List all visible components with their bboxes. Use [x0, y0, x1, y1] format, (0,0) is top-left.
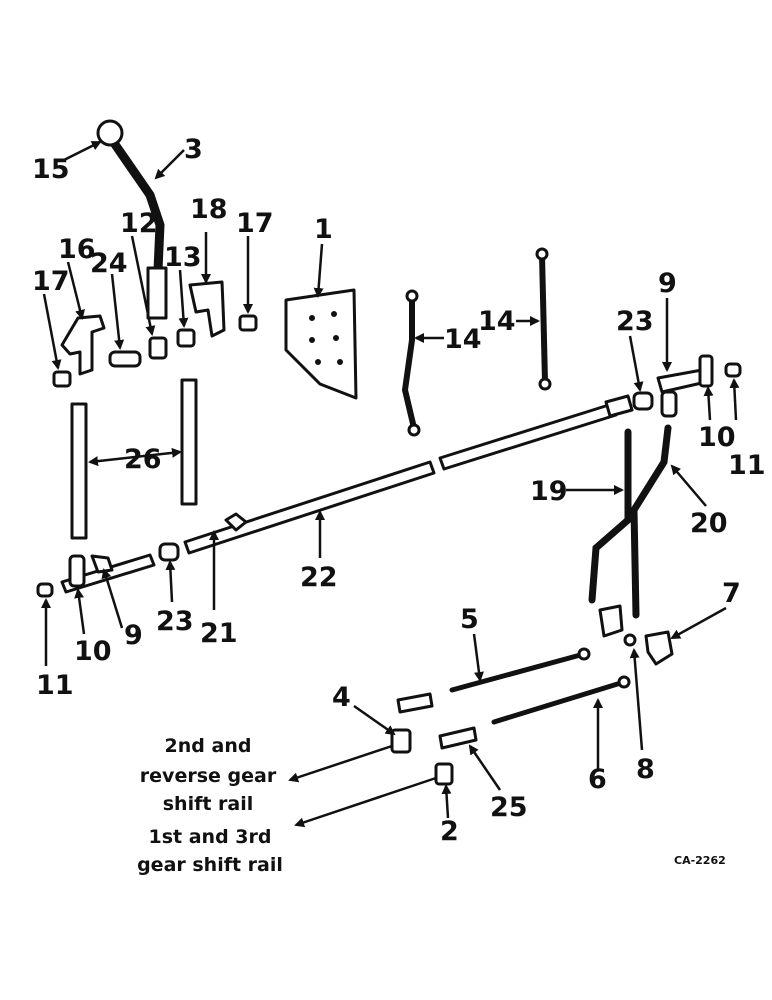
rod-14-right-part — [535, 247, 552, 391]
shift-lever-part — [107, 135, 168, 320]
shift-rail-captions: 2nd and reverse gear shift rail 1st and … — [137, 735, 283, 876]
caption-2nd-rail-line2: reverse gear — [140, 765, 277, 787]
label-16: 16 — [58, 234, 96, 265]
label-12: 12 — [120, 208, 158, 239]
label-14-right: 14 — [478, 306, 516, 337]
lever-bracket-part — [60, 314, 106, 376]
bushing-23-right-part — [632, 391, 654, 411]
rod-14-left-part — [401, 289, 421, 437]
block-4-part — [390, 728, 412, 754]
label-5: 5 — [460, 604, 479, 635]
cap-11-right-part — [724, 362, 742, 378]
label-26: 26 — [124, 444, 162, 475]
label-11-left: 11 — [36, 670, 74, 701]
label-8: 8 — [636, 754, 655, 785]
label-25: 25 — [490, 792, 528, 823]
drawing-code: CA-2262 — [674, 854, 726, 867]
fitting-10-9-left-part — [68, 554, 114, 588]
rod-5-part — [449, 647, 591, 693]
caption-1st-rail-line1: 1st and 3rd — [149, 826, 272, 848]
rods-19-20-part — [588, 424, 672, 638]
small-pin-left-part — [52, 370, 72, 388]
label-20: 20 — [690, 508, 728, 539]
shaft-22-part — [183, 394, 634, 555]
label-10-right: 10 — [698, 422, 736, 453]
label-13: 13 — [164, 242, 202, 273]
cap-11-left-part — [36, 582, 54, 598]
pin-8-part — [623, 633, 637, 647]
block-2-part — [434, 762, 454, 786]
caption-2nd-rail-line1: 2nd and — [165, 735, 252, 757]
bracket-18-part — [188, 280, 226, 338]
caption-1st-rail-line2: gear shift rail — [137, 854, 283, 876]
link-26-left-part — [70, 402, 88, 540]
label-3: 3 — [184, 134, 203, 165]
label-17-left: 17 — [32, 266, 70, 297]
rod-6-part — [491, 675, 631, 725]
label-17-right: 17 — [236, 208, 274, 239]
leader-lines — [41, 140, 740, 828]
pin-24-part — [108, 350, 142, 368]
label-19: 19 — [530, 476, 568, 507]
clip-13-part — [176, 328, 196, 348]
label-9-left: 9 — [124, 620, 143, 651]
label-9-right: 9 — [658, 268, 677, 299]
fitting-9-10-right-part — [656, 354, 714, 418]
part-number-labels: 15 3 1 16 24 12 13 18 17 17 14 14 23 9 1… — [32, 134, 766, 847]
label-21: 21 — [200, 618, 238, 649]
label-14-left: 14 — [444, 324, 482, 355]
link-26-right-part — [180, 378, 198, 506]
label-4: 4 — [332, 682, 351, 713]
label-7: 7 — [722, 578, 741, 609]
label-23-left: 23 — [156, 606, 194, 637]
clip-12-part — [148, 336, 168, 360]
label-23-right: 23 — [616, 306, 654, 337]
bolt-upper-part — [396, 692, 434, 714]
caption-2nd-rail-line3: shift rail — [163, 793, 254, 815]
label-15: 15 — [32, 154, 70, 185]
label-24: 24 — [90, 248, 128, 279]
label-1: 1 — [314, 214, 333, 245]
label-10-left: 10 — [74, 636, 112, 667]
bushing-23-left-part — [158, 542, 180, 562]
label-11-right: 11 — [728, 450, 766, 481]
label-22: 22 — [300, 562, 338, 593]
bolt-25-part — [438, 726, 478, 750]
label-2: 2 — [440, 816, 459, 847]
mounting-plate-part — [284, 288, 358, 400]
label-18: 18 — [190, 194, 228, 225]
small-pin-right-part — [238, 314, 258, 332]
shift-knob-part — [96, 119, 124, 147]
fitting-7-part — [644, 630, 674, 666]
label-6: 6 — [588, 764, 607, 795]
